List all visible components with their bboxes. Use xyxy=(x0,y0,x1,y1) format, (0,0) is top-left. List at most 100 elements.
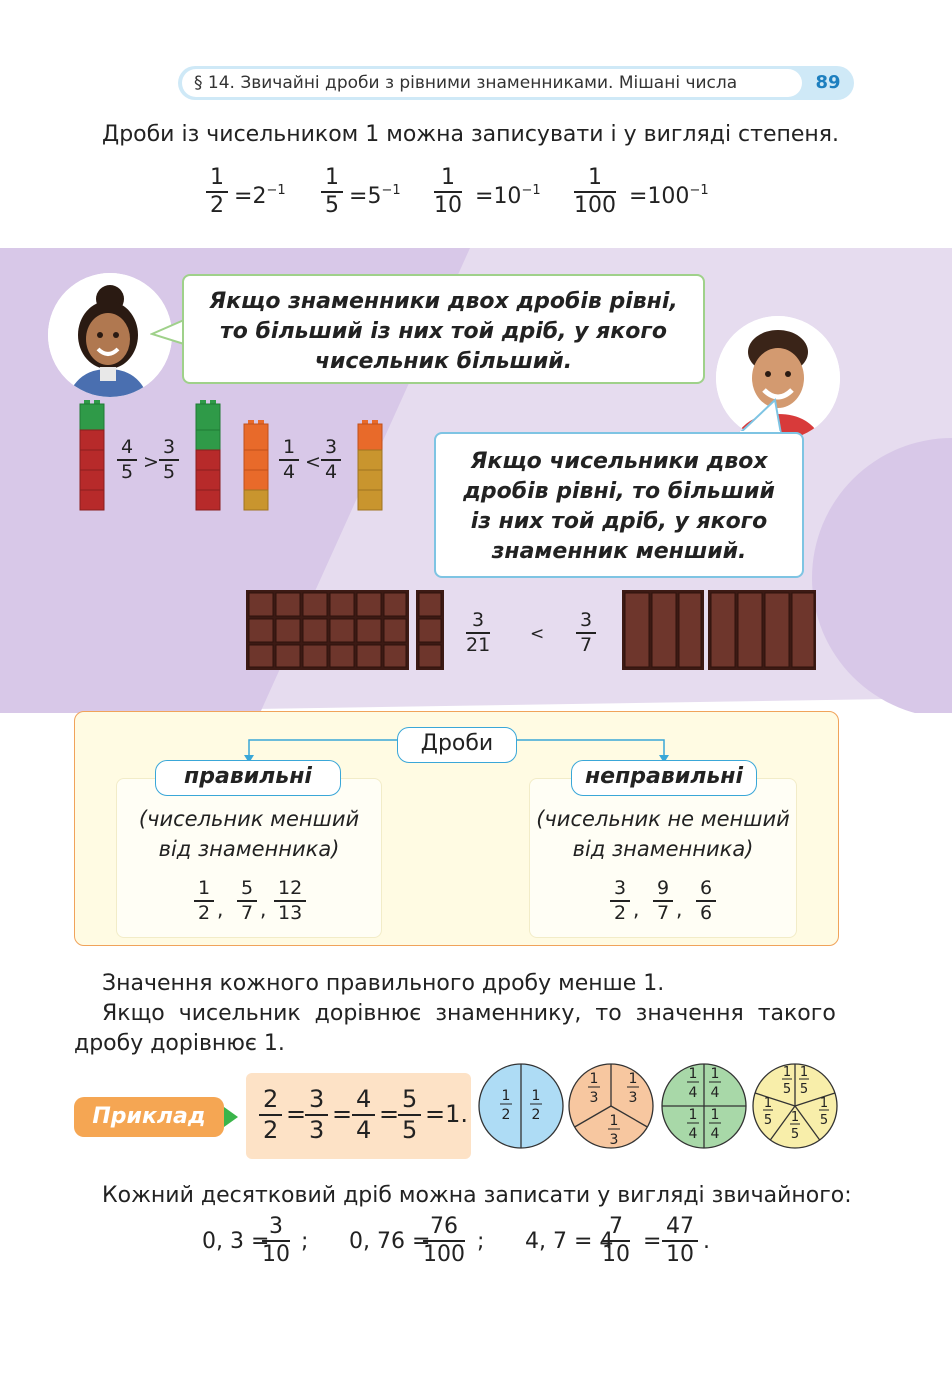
svg-text:1: 1 xyxy=(532,1088,541,1104)
svg-text:4: 4 xyxy=(711,1085,720,1101)
svg-text:3: 3 xyxy=(629,1090,638,1106)
circle-fifth-label: 15 xyxy=(799,1065,809,1097)
svg-text:1: 1 xyxy=(711,1066,720,1082)
example-badge: Приклад xyxy=(74,1097,224,1137)
fractions-root-label: Дроби xyxy=(397,727,517,763)
svg-text:1: 1 xyxy=(629,1071,638,1087)
separator: , xyxy=(217,897,224,921)
improper-description: (чисельник не менший від знаменника) xyxy=(536,807,790,861)
girl-avatar xyxy=(48,273,172,397)
circle-quarter-label: 14 xyxy=(709,1107,721,1142)
svg-text:1: 1 xyxy=(783,1065,791,1080)
svg-text:1: 1 xyxy=(502,1088,511,1104)
svg-text:2: 2 xyxy=(532,1107,541,1123)
example-result: =1. xyxy=(425,1100,469,1128)
boy-speech-bubble: Якщо чисельники двох дробів рівні, то бі… xyxy=(434,432,804,578)
compare-sign: < xyxy=(530,624,545,644)
svg-text:4: 4 xyxy=(711,1126,720,1142)
power-rhs: =10−1 xyxy=(475,183,541,209)
svg-text:1: 1 xyxy=(590,1071,599,1087)
block-towers xyxy=(79,400,383,511)
svg-text:4: 4 xyxy=(689,1085,698,1101)
example-box xyxy=(246,1073,471,1159)
svg-text:5: 5 xyxy=(764,1113,772,1128)
power-rhs: =100−1 xyxy=(629,183,709,209)
svg-text:2: 2 xyxy=(502,1107,511,1123)
separator: , xyxy=(676,897,683,921)
page-number: 89 xyxy=(815,72,841,93)
block-tower-3-4 xyxy=(357,420,383,511)
svg-text:1: 1 xyxy=(711,1107,720,1123)
block-tower-1-4 xyxy=(243,420,269,511)
decimal-lhs: 0, 76 = xyxy=(349,1229,431,1254)
example-arrow-icon xyxy=(224,1107,238,1127)
rule-line-1: Значення кожного правильного дробу менше… xyxy=(102,971,665,996)
decimal-tail: ; xyxy=(301,1229,309,1254)
svg-text:1: 1 xyxy=(689,1107,698,1123)
decimal-tail: ; xyxy=(477,1229,485,1254)
rule-line-3: дробу дорівнює 1. xyxy=(74,1031,285,1056)
svg-text:5: 5 xyxy=(800,1082,808,1097)
svg-text:4: 4 xyxy=(689,1126,698,1142)
equals-sign: = xyxy=(286,1100,307,1128)
decimal-tail: . xyxy=(703,1229,710,1254)
power-rhs: =5−1 xyxy=(349,183,401,209)
block-tower-4-5 xyxy=(79,400,105,511)
svg-text:1: 1 xyxy=(689,1066,698,1082)
circle-divider xyxy=(794,1105,821,1141)
svg-text:5: 5 xyxy=(820,1113,828,1128)
block-tower-3-5 xyxy=(195,400,221,511)
circle-half-label-left: 12 xyxy=(500,1088,512,1123)
svg-text:5: 5 xyxy=(783,1082,791,1097)
decimal-lhs: 0, 3 = xyxy=(202,1229,270,1254)
circle-divider xyxy=(574,1105,612,1128)
circle-third-label: 13 xyxy=(608,1113,620,1148)
chocolate-7-pieces xyxy=(622,590,816,670)
circle-third-label: 13 xyxy=(627,1071,639,1106)
equals-sign: = xyxy=(379,1100,400,1128)
circle-divider xyxy=(610,1105,648,1128)
rule-line-2: Якщо чисельник дорівнює знаменнику, то з… xyxy=(102,1001,836,1026)
svg-text:1: 1 xyxy=(764,1096,772,1111)
fraction-circles: 12 12 13 13 13 14 14 14 14 15 15 15 15 1… xyxy=(478,1063,838,1149)
proper-title: правильні xyxy=(155,760,341,796)
compare-sign: < xyxy=(305,451,321,473)
circle-fifth-label: 15 xyxy=(819,1096,829,1128)
chocolate-bars xyxy=(246,590,816,670)
svg-text:3: 3 xyxy=(590,1090,599,1106)
chocolate-21-pieces xyxy=(246,590,444,670)
circle-divider xyxy=(769,1105,796,1141)
circle-fifth-label: 15 xyxy=(763,1096,773,1128)
girl-speech-bubble: Якщо знаменники двох дробів рівні, то бі… xyxy=(182,274,705,384)
svg-text:1: 1 xyxy=(791,1110,799,1125)
proper-card xyxy=(116,778,382,938)
header-title: § 14. Звичайні дроби з рівними знаменник… xyxy=(182,69,802,97)
scheme-arrows xyxy=(244,739,669,763)
circle-half-label-right: 12 xyxy=(530,1088,542,1123)
svg-text:3: 3 xyxy=(610,1132,619,1148)
circle-quarter-label: 14 xyxy=(709,1066,721,1101)
decimal-lhs: 4, 7 = 4 xyxy=(525,1229,614,1254)
circle-divider xyxy=(754,1092,796,1107)
circle-divider xyxy=(794,1092,836,1107)
intro-text: Дроби із чисельником 1 можна записувати … xyxy=(102,122,840,147)
circle-third-label: 13 xyxy=(588,1071,600,1106)
